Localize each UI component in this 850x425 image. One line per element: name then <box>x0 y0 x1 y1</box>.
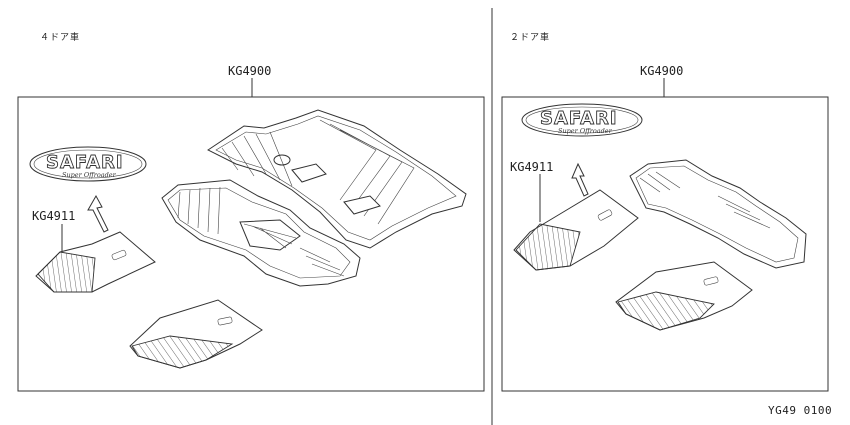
right-logo-subtext: Super Offroader <box>558 127 613 135</box>
arrow-up-icon <box>87 194 109 233</box>
left-middle-mat <box>161 179 361 287</box>
right-front-driver-mat <box>513 189 639 271</box>
right-front-passenger-mat <box>615 261 753 331</box>
left-logo-subtext: Super Offroader <box>62 171 117 179</box>
right-logo-text: SAFARI <box>540 108 618 129</box>
right-safari-logo: SAFARI Super Offroader <box>521 103 643 137</box>
left-assembly-frame <box>17 96 485 392</box>
right-rear-mat <box>629 159 807 269</box>
right-component-part-number: KG4911 <box>510 160 554 174</box>
left-rear-cargo-mat <box>207 109 467 249</box>
right-panel-label: ２ドア車 <box>510 33 551 43</box>
left-panel-label: ４ドア車 <box>40 33 81 43</box>
left-component-part-number: KG4911 <box>32 209 76 223</box>
left-logo-text: SAFARI <box>46 152 124 173</box>
left-safari-logo: SAFARI Super Offroader <box>29 146 147 182</box>
diagram-code: YG49 0100 <box>768 404 833 417</box>
left-assembly-part-number: KG4900 <box>228 64 272 78</box>
left-front-driver-mat <box>35 231 156 293</box>
left-front-passenger-mat <box>129 299 263 369</box>
right-assembly-frame <box>501 96 829 392</box>
right-assembly-part-number: KG4900 <box>640 64 684 78</box>
arrow-up-icon <box>571 162 589 197</box>
